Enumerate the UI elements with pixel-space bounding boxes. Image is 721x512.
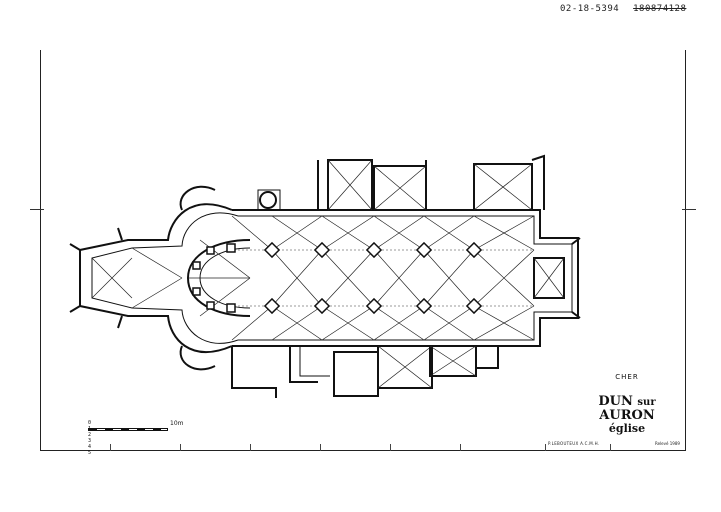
frame-tick-left [30,209,44,210]
date-credit: Relevé 1989 [655,441,680,446]
town-part3: AURON [599,408,655,423]
town-name: DUN sur AURON [572,395,682,422]
scale-ticks: 0 1 2 3 4 5 [88,420,94,456]
scale-end-label: 10m [170,420,184,427]
department-label: CHER [615,373,639,381]
reference-struck: 180874128 [633,4,687,14]
building-type: église [608,422,646,435]
reference-number: 02-18-5394 180874128 [560,4,686,14]
scale-bar [88,428,168,431]
frame-tick-right [682,209,696,210]
drawing-frame [40,50,686,450]
frame-baseline [40,450,686,451]
reference-code: 02-18-5394 [560,4,620,14]
town-part2: sur [637,397,656,408]
author-credit: P.LEBOUTEUX A.C.M.H. [548,441,600,446]
town-part1: DUN [598,394,633,409]
title-block: CHER DUN sur AURON église [572,373,682,436]
